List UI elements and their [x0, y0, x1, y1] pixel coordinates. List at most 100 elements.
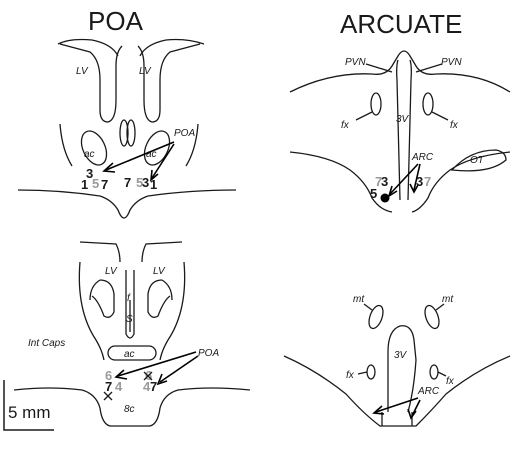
num-tl-r-1: 1: [150, 177, 157, 192]
pvn-left-pointer: [365, 63, 393, 73]
arrow-arc-right: [413, 163, 421, 191]
third-ventricle: [396, 59, 412, 201]
third-ventricle: [387, 325, 417, 413]
midline-ellipse-left: [119, 119, 129, 147]
label-ac-right: ac: [146, 149, 157, 160]
scale-bar-line: [3, 380, 54, 431]
outline-top-right: [139, 38, 205, 57]
label-int-caps: Int Caps: [28, 338, 65, 349]
num-tr-r-3: 3: [416, 174, 423, 189]
label-lv-right: LV: [139, 66, 152, 77]
label-oc: 8c: [124, 404, 135, 415]
scale-bar-label: 5 mm: [8, 403, 51, 422]
panel-arcuate-top: PVN PVN fx fx 3V ARC OT 7 3 5 3 7: [289, 50, 511, 213]
side-curve-right: [159, 261, 186, 361]
num-tl-r-7: 7: [124, 175, 131, 190]
label-pvn-right: PVN: [441, 57, 462, 68]
num-tr-l-7: 7: [375, 174, 382, 189]
marker-dot: [380, 193, 390, 203]
label-mt-right: mt: [442, 294, 454, 305]
side-curve-left: [78, 261, 105, 361]
lv-left-shape: [91, 279, 115, 318]
num-bl-l-4: 4: [115, 379, 123, 394]
num-tl-l-5: 5: [92, 176, 99, 191]
panel-arcuate-bottom: mt mt fx fx 3V ARC: [283, 294, 511, 427]
arrowhead-poa-left: [114, 369, 128, 380]
outline-top-left: [79, 241, 121, 263]
label-arc: ARC: [417, 386, 440, 397]
arrow-arc-left: [389, 163, 419, 195]
label-ac-left: ac: [84, 149, 95, 160]
num-tl-r-3: 3: [142, 175, 149, 190]
label-pvn-left: PVN: [345, 57, 366, 68]
label-arc: ARC: [411, 152, 434, 163]
panel-poa-bottom: LV LV f S ac Int Caps POA 8c 6 7 4 6 4 7: [13, 241, 251, 427]
septum-shape: [125, 270, 135, 339]
label-lv-right: LV: [153, 266, 166, 277]
fx-right-pointer: [431, 111, 449, 121]
lv-left-shape: [59, 43, 123, 123]
label-lv-left: LV: [76, 66, 89, 77]
arrowhead-arc-right: [409, 183, 419, 194]
pvn-right-pointer: [415, 63, 443, 73]
outline-top: [289, 50, 511, 93]
fx-right-pointer: [437, 371, 447, 377]
arrowhead-poa-left: [102, 162, 116, 173]
base-outline: [17, 189, 237, 219]
arrow-poa-left: [117, 351, 197, 377]
num-tl-l-3: 3: [86, 166, 93, 181]
num-tl-l-7: 7: [101, 177, 108, 192]
arrowhead-arc-right: [407, 408, 417, 420]
lv-left-outer: [89, 279, 101, 301]
num-tr-l-5: 5: [370, 186, 377, 201]
label-mt-left: mt: [353, 294, 365, 305]
title-poa: POA: [88, 6, 144, 36]
arrow-arc-right: [411, 399, 421, 417]
label-s: S: [126, 314, 133, 325]
side-curve-left: [59, 123, 73, 167]
ac-right-shape: [143, 130, 171, 166]
midline-ellipse-right: [126, 119, 136, 147]
label-poa: POA: [174, 128, 195, 139]
label-fx-left: fx: [341, 120, 350, 131]
fx-left-shape: [370, 92, 382, 116]
label-3v: 3V: [394, 350, 408, 361]
arrowhead-arc-left: [372, 405, 385, 415]
asterisk-marker-left: [103, 391, 113, 401]
label-fx-left: fx: [346, 370, 355, 381]
num-tr-l-3: 3: [381, 174, 388, 189]
title-arcuate: ARCUATE: [340, 9, 462, 39]
lv-right-shape: [147, 279, 171, 318]
num-tl-r-5: 5: [136, 175, 143, 190]
base-outline: [13, 387, 251, 427]
label-ac: ac: [124, 349, 135, 360]
optic-tract-shape: [450, 149, 507, 172]
outline-left-side: [289, 151, 393, 213]
mt-right-shape: [424, 304, 440, 330]
fx-left-pointer: [355, 111, 373, 121]
num-bl-l-6: 6: [105, 368, 112, 383]
side-curve-right: [185, 123, 199, 167]
fx-right-shape: [422, 92, 434, 116]
mt-left-pointer: [363, 303, 373, 311]
mt-left-shape: [368, 304, 384, 330]
arrow-arc-left: [375, 397, 419, 413]
mt-right-pointer: [435, 303, 445, 311]
arrowhead-poa-right: [156, 373, 168, 386]
panel-poa-top: LV LV ac ac POA 3 5 1 7 7 5 3 1: [17, 38, 237, 219]
scale-bar: 5 mm: [3, 380, 54, 431]
outline-top-left: [57, 38, 119, 57]
lv-right-outer: [161, 279, 173, 301]
num-tl-l-1: 1: [81, 177, 88, 192]
label-ot: OT: [470, 155, 485, 166]
fx-right-shape: [429, 364, 439, 380]
num-bl-r-7: 7: [150, 379, 157, 394]
outline-top-right: [141, 241, 183, 263]
lv-right-shape: [137, 43, 201, 123]
num-tr-r-7: 7: [424, 174, 431, 189]
label-fx-right: fx: [446, 376, 455, 387]
arrow-poa-left: [105, 141, 175, 171]
label-lv-left: LV: [105, 266, 118, 277]
arrow-poa-right: [159, 355, 199, 383]
fx-left-shape: [366, 364, 376, 380]
